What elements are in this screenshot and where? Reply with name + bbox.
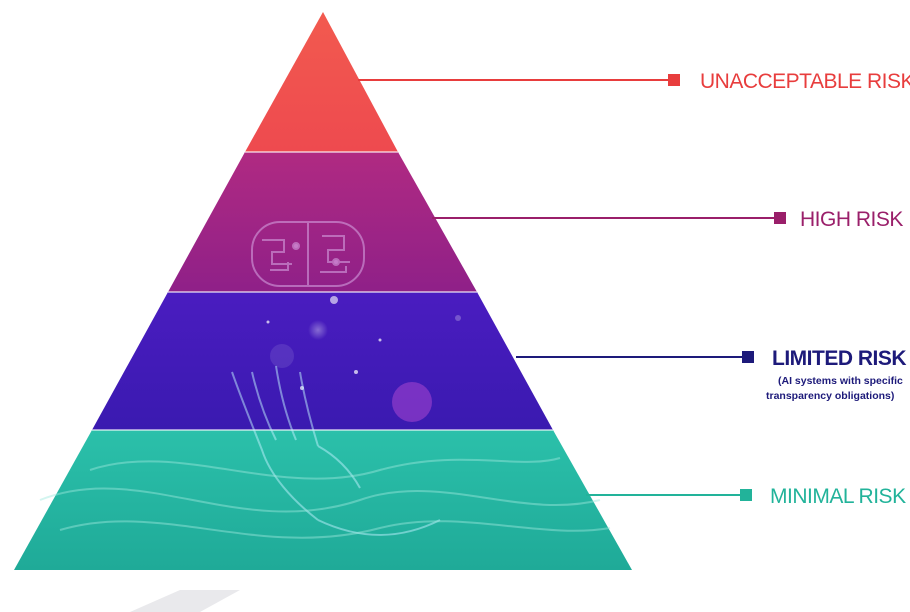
connector-high xyxy=(432,212,786,224)
connector-limited xyxy=(516,351,754,363)
label-unacceptable-risk: UNACCEPTABLE RISK xyxy=(700,70,910,93)
pyramid-shadow xyxy=(130,590,240,612)
label-limited-risk: LIMITED RISK xyxy=(772,347,906,370)
label-high-risk: HIGH RISK xyxy=(800,208,903,231)
tier-minimal-band xyxy=(14,430,632,570)
label-minimal-risk: MINIMAL RISK xyxy=(770,485,906,508)
note-limited-risk-line2: transparency obligations) xyxy=(766,390,894,402)
tier-limited-band xyxy=(92,292,553,430)
connector-minimal xyxy=(586,489,752,501)
tier-unacceptable-band xyxy=(245,12,398,152)
connector-unacceptable xyxy=(358,74,680,86)
note-limited-risk-line1: (AI systems with specific xyxy=(778,375,903,387)
